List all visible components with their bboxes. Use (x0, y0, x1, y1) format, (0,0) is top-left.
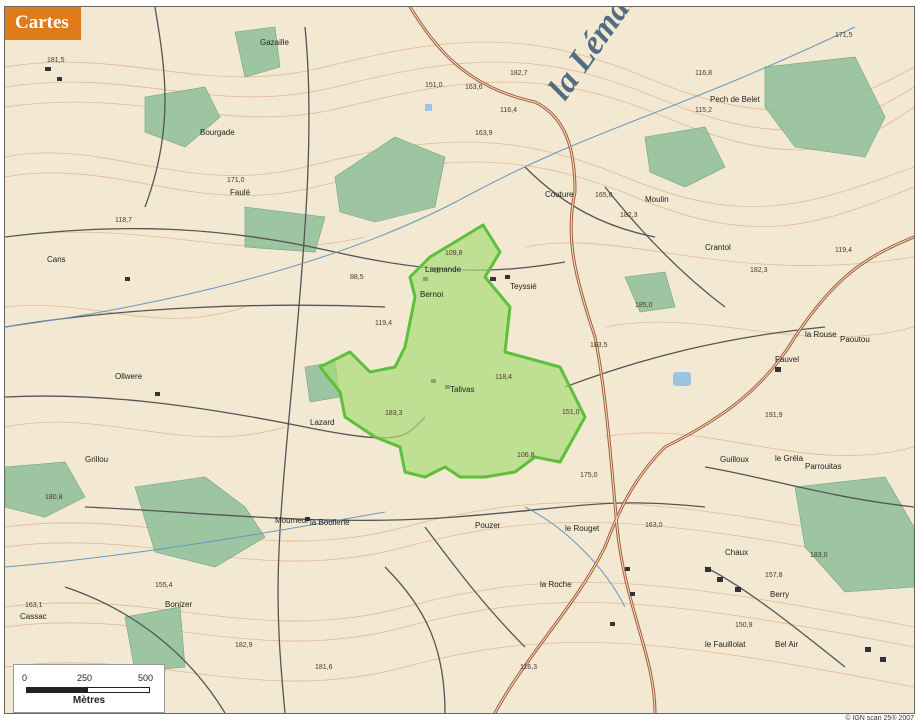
altitude-label: 151,0 (425, 82, 443, 89)
place-label: Crantol (705, 243, 731, 252)
altitude-label: 181,6 (315, 664, 333, 671)
place-label: Pech de Belet (710, 95, 761, 104)
altitude-label: 116,3 (520, 664, 537, 671)
altitude-label: 183,3 (385, 410, 403, 417)
place-label: Paoutou (840, 335, 870, 344)
place-label: Lazard (310, 418, 334, 427)
place-label: Grillou (85, 455, 108, 464)
scale-bar: 0 250 500 Mètres (13, 664, 165, 713)
place-label: Talivas (450, 385, 474, 394)
place-label: Fauvel (775, 355, 799, 364)
scale-unit: Mètres (72, 695, 106, 706)
place-label: Larmande (425, 265, 462, 274)
altitude-label: 118,7 (115, 217, 132, 224)
place-label: Cans (47, 255, 66, 264)
place-label: Guilloux (720, 455, 749, 464)
copyright-notice: © IGN scan 25® 2007 (845, 715, 914, 722)
altitude-label: 109,8 (445, 250, 463, 257)
place-label: Gazaille (260, 38, 289, 47)
altitude-label: 119,4 (835, 247, 852, 254)
altitude-label: 88,5 (350, 274, 364, 281)
scale-tick-0: 0 (22, 673, 28, 683)
altitude-label: 171,5 (835, 32, 853, 39)
altitude-label: 116,4 (500, 107, 517, 114)
altitude-label: 183,0 (810, 552, 828, 559)
altitude-label: 163,6 (465, 84, 483, 91)
place-label: le Rouget (565, 524, 600, 533)
altitude-label: 163,9 (475, 130, 493, 137)
place-label: Bourgade (200, 128, 235, 137)
place-label: Moulin (645, 195, 669, 204)
place-label: la Roche (540, 580, 572, 589)
altitude-label: 185,0 (635, 302, 653, 309)
altitude-label: 115,2 (695, 107, 712, 114)
scale-tick-500: 500 (138, 673, 154, 683)
place-label: Bel Air (775, 640, 798, 649)
place-label: la Boullerie (310, 518, 350, 527)
altitude-label: 157,8 (765, 572, 783, 579)
place-label: Couture (545, 190, 574, 199)
place-label: Bernoi (420, 290, 443, 299)
highlighted-zone[interactable] (318, 223, 587, 479)
map-title-tag: Cartes (5, 7, 81, 40)
altitude-label: 151,0 (562, 409, 580, 416)
place-label: Parrouitas (805, 462, 841, 471)
altitude-label: 175,0 (580, 472, 598, 479)
scale-bar-line (26, 687, 150, 693)
altitude-label: 150,9 (735, 622, 753, 629)
place-label: Berry (770, 590, 789, 599)
altitude-label: 106,8 (517, 452, 535, 459)
place-label: le Fauillolat (705, 640, 746, 649)
altitude-label: 182,3 (750, 267, 768, 274)
altitude-label: 171,0 (227, 177, 245, 184)
altitude-label: 181,5 (47, 57, 65, 64)
place-label: Bonizer (165, 600, 192, 609)
place-label: Ollwere (115, 372, 143, 381)
altitude-label: 183,5 (590, 342, 608, 349)
place-label: Faulé (230, 188, 251, 197)
altitude-label: 165,0 (595, 192, 613, 199)
altitude-label: 182,9 (235, 642, 253, 649)
altitude-label: 191,9 (765, 412, 783, 419)
altitude-label: 180,8 (45, 494, 63, 501)
place-label: Pouzer (475, 521, 501, 530)
place-label: Chaux (725, 548, 748, 557)
altitude-label: 119,4 (375, 320, 392, 327)
altitude-label: 163,0 (645, 522, 663, 529)
altitude-label: 118,4 (495, 374, 512, 381)
scale-tick-250: 250 (77, 673, 93, 683)
altitude-label: 155,4 (155, 582, 173, 589)
altitude-labels: 181,5 163,6 182,7 116,8 115,2 151,0 116,4 171,0… (25, 32, 853, 671)
place-label: Teyssié (510, 282, 537, 291)
altitude-label: 182,7 (510, 70, 528, 77)
altitude-label: 163,1 (25, 602, 43, 609)
place-label: Moumeur (275, 516, 309, 525)
place-label: la Rouse (805, 330, 837, 339)
altitude-label: 116,8 (695, 70, 712, 77)
altitude-label: 182,3 (620, 212, 638, 219)
place-label: le Gréla (775, 454, 804, 463)
place-label: Cassac (20, 612, 47, 621)
topographic-map[interactable]: la Lémance GazailleBourgadeFauléCoutureM… (5, 7, 914, 713)
